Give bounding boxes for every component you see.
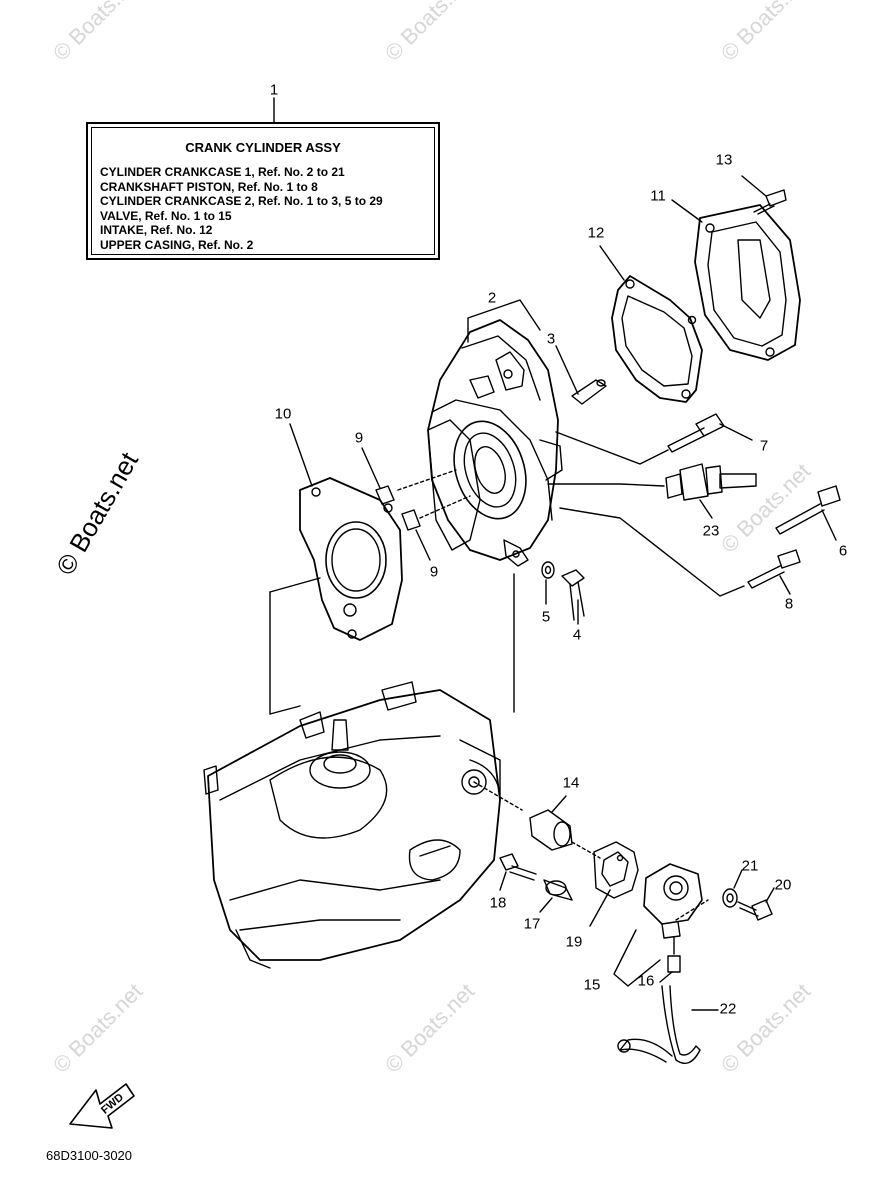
callout-9: 9 bbox=[354, 429, 364, 447]
callout-16: 16 bbox=[637, 972, 655, 990]
leader-line bbox=[467, 299, 541, 343]
callout-1: 1 bbox=[269, 81, 279, 99]
alignment-line bbox=[269, 577, 321, 593]
part-8-bolt bbox=[559, 507, 801, 597]
part-4-bolt bbox=[561, 569, 585, 625]
part-19-gasket bbox=[589, 841, 639, 927]
fwd-arrow-icon bbox=[69, 1083, 135, 1129]
part-18-bolt bbox=[499, 853, 537, 891]
info-line: CYLINDER CRANKCASE 1, Ref. No. 2 to 21 bbox=[100, 165, 345, 179]
callout-12: 12 bbox=[587, 224, 605, 242]
callout-18: 18 bbox=[489, 894, 507, 912]
part-22-hose bbox=[617, 985, 719, 1064]
part-15-housing bbox=[613, 863, 709, 987]
part-13-bolt bbox=[741, 175, 787, 215]
info-line: CRANKSHAFT PISTON, Ref. No. 1 to 8 bbox=[100, 179, 318, 194]
info-line: CYLINDER CRANKCASE 2, Ref. No. 1 to 3, 5… bbox=[100, 194, 383, 209]
callout-19: 19 bbox=[565, 933, 583, 951]
part-20-bolt bbox=[737, 887, 775, 921]
part-23-spark-plug bbox=[547, 463, 757, 519]
part-12-gasket bbox=[599, 245, 703, 403]
callout-2: 2 bbox=[487, 289, 497, 307]
callout-23: 23 bbox=[702, 522, 720, 540]
callout-14: 14 bbox=[562, 774, 580, 792]
part-16-nipple bbox=[659, 937, 681, 983]
callout-6: 6 bbox=[838, 542, 848, 560]
info-line: VALVE, Ref. No. 1 to 15 bbox=[100, 208, 232, 223]
callout-21: 21 bbox=[741, 857, 759, 875]
leader-line bbox=[671, 199, 703, 223]
part-17-spacer bbox=[539, 879, 573, 913]
assembly-info-box: CRANK CYLINDER ASSY CYLINDER CRANKCASE 1… bbox=[86, 122, 440, 260]
part-3-pin bbox=[555, 345, 607, 405]
callout-8: 8 bbox=[784, 595, 794, 613]
callout-17: 17 bbox=[523, 915, 541, 933]
part-11-cover bbox=[694, 204, 801, 361]
callout-15: 15 bbox=[583, 976, 601, 994]
diagram-code: 68D3100-3020 bbox=[46, 1148, 133, 1163]
info-line: INTAKE, Ref. No. 12 bbox=[100, 223, 213, 238]
part-14-valve bbox=[529, 795, 601, 859]
info-box-lines: CYLINDER CRANKCASE 1, Ref. No. 2 to 21 C… bbox=[100, 165, 383, 253]
callout-3: 3 bbox=[546, 330, 556, 348]
part-9-dowel bbox=[361, 447, 395, 505]
alignment-line bbox=[419, 495, 471, 519]
info-box-title: CRANK CYLINDER ASSY bbox=[185, 140, 341, 155]
part-7-bolt bbox=[555, 413, 753, 465]
callout-7: 7 bbox=[759, 437, 769, 455]
callout-20: 20 bbox=[774, 876, 792, 894]
part-2-cylinder bbox=[427, 319, 563, 567]
callout-13: 13 bbox=[715, 151, 733, 169]
callout-9: 9 bbox=[429, 563, 439, 581]
part-9-dowel bbox=[401, 509, 431, 561]
alignment-line bbox=[397, 469, 457, 491]
callout-10: 10 bbox=[274, 405, 292, 423]
callout-5: 5 bbox=[541, 608, 551, 626]
callout-22: 22 bbox=[719, 1000, 737, 1018]
part-21-washer bbox=[722, 869, 743, 908]
part-10-gasket bbox=[289, 423, 403, 641]
crankcase-body bbox=[203, 681, 523, 969]
callout-11: 11 bbox=[650, 187, 666, 205]
callout-4: 4 bbox=[572, 626, 582, 644]
part-5-washer bbox=[541, 561, 555, 605]
part-6-bolt bbox=[775, 485, 841, 541]
alignment-line bbox=[269, 705, 301, 715]
info-line: UPPER CASING, Ref. No. 2 bbox=[100, 237, 254, 252]
